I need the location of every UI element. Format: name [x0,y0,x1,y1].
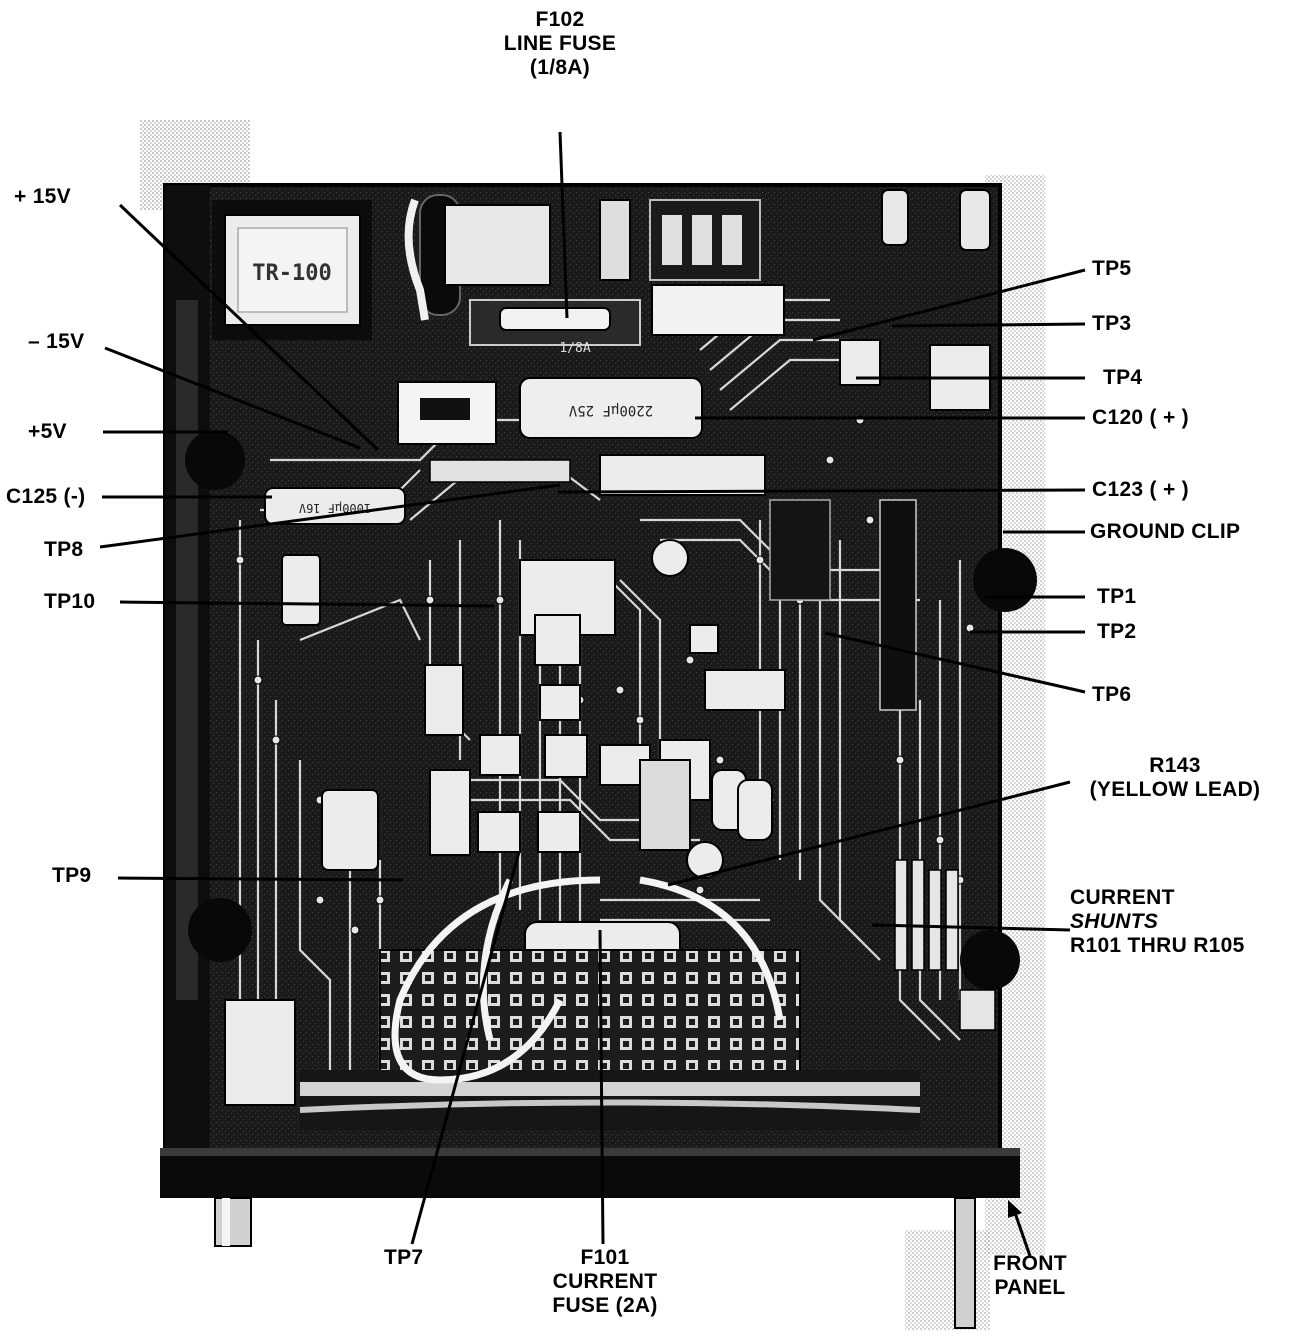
label-r143: R143 (YELLOW LEAD) [1070,754,1280,802]
capacitor-c120: 2200µF 25V [519,377,703,439]
leader-lines [99,131,1086,1257]
label-minus-15v: – 15V [28,330,85,353]
label-tp8: TP8 [44,538,84,561]
label-plus-15v: + 15V [14,185,71,208]
label-ground-clip: GROUND CLIP [1090,520,1241,543]
label-f101-current-fuse: F101 CURRENT FUSE (2A) [540,1246,670,1318]
shunts-line-1: CURRENT [1070,886,1175,909]
front-panel-arrowhead [1008,1200,1022,1218]
f102-line-1: F102 [535,8,585,31]
ic-strip-right [769,499,917,711]
board-components [224,339,991,1106]
current-shunts [894,859,996,1031]
label-tp5: TP5 [1092,257,1132,280]
shunts-line-3: R101 THRU R105 [1070,934,1245,957]
white-wires [391,876,784,1084]
label-tp4: TP4 [1103,366,1143,389]
top-components [404,189,991,336]
f101-line-1: F101 [580,1246,630,1269]
c120-marking: 2200µF 25V [568,402,653,418]
label-tp6: TP6 [1092,683,1132,706]
r143-line-1: R143 [1149,754,1201,777]
f102-line-3: (1/8A) [529,56,591,79]
label-tp2: TP2 [1097,620,1137,643]
f101-line-2: CURRENT [552,1270,658,1293]
transformer-tr100: TR-100 [212,200,372,340]
label-tp9: TP9 [52,864,92,887]
label-c120: C120 ( + ) [1092,406,1189,429]
label-tp10: TP10 [44,590,96,613]
fuse-holder-f102: 1/8A [469,299,641,356]
transformer-marking: TR-100 [252,261,331,286]
label-tp7: TP7 [384,1246,424,1269]
shunts-line-2: SHUNTS [1070,910,1159,933]
f101-line-3: FUSE (2A) [552,1294,658,1317]
front-panel-bar [160,1148,1020,1329]
label-front-panel: FRONT PANEL [985,1252,1075,1300]
label-tp3: TP3 [1092,312,1132,335]
label-current-shunts: CURRENT SHUNTS R101 THRU R105 [1070,886,1245,958]
label-c123: C123 ( + ) [1092,478,1189,501]
f102-line-2: LINE FUSE [503,32,617,55]
label-c125: C125 (-) [6,485,86,508]
power-switch [397,381,497,445]
label-f102-line-fuse: F102 LINE FUSE (1/8A) [500,8,620,80]
fuse-holder-marking: 1/8A [559,341,590,356]
label-plus-5v: +5V [28,420,67,443]
front-panel-line-2: PANEL [994,1276,1066,1299]
label-tp1: TP1 [1097,585,1137,608]
r143-line-2: (YELLOW LEAD) [1089,778,1261,801]
front-panel-line-1: FRONT [993,1252,1067,1275]
capacitor-c123 [599,454,766,496]
